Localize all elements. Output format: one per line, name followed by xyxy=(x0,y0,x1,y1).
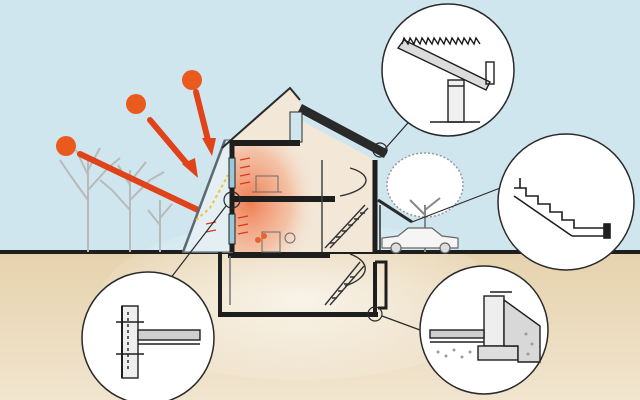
roof-detail-marker xyxy=(372,142,388,158)
sun-ray-arrowhead xyxy=(202,138,216,156)
callout-roof-eave-detail xyxy=(381,3,515,137)
upper-floor-slab xyxy=(230,140,300,146)
sun-icon xyxy=(56,136,76,156)
callout-foundation-footing-detail xyxy=(419,265,549,395)
middle-floor-slab xyxy=(230,196,335,202)
front-window-lower xyxy=(228,213,236,245)
sun-ray xyxy=(147,117,191,168)
roof-outline xyxy=(221,86,301,149)
rear-canopy xyxy=(377,198,413,250)
car-icon xyxy=(381,227,459,254)
callout-floor-slab-joint-detail xyxy=(81,271,215,400)
staircase xyxy=(324,167,369,287)
basement-slab xyxy=(218,312,378,317)
plant-icon xyxy=(255,233,267,243)
front-window-upper xyxy=(228,157,236,189)
callout-stair-section-detail xyxy=(497,133,635,271)
sun-ray xyxy=(193,89,211,143)
tree-icon xyxy=(386,152,464,252)
basement xyxy=(218,252,388,317)
sun-group xyxy=(56,70,216,216)
upper-window xyxy=(289,111,303,143)
sun-icon xyxy=(126,94,146,114)
roof-slab xyxy=(298,104,388,158)
sun-ray-arrowhead xyxy=(182,158,198,178)
house-section xyxy=(205,86,388,287)
furniture xyxy=(252,175,296,253)
sun-ray xyxy=(77,151,201,213)
heat-flow-arrows xyxy=(205,157,251,235)
foundation-detail-marker xyxy=(367,306,383,322)
floor-detail-marker xyxy=(223,191,241,209)
sun-icon xyxy=(182,70,202,90)
retaining-wall xyxy=(375,260,388,310)
